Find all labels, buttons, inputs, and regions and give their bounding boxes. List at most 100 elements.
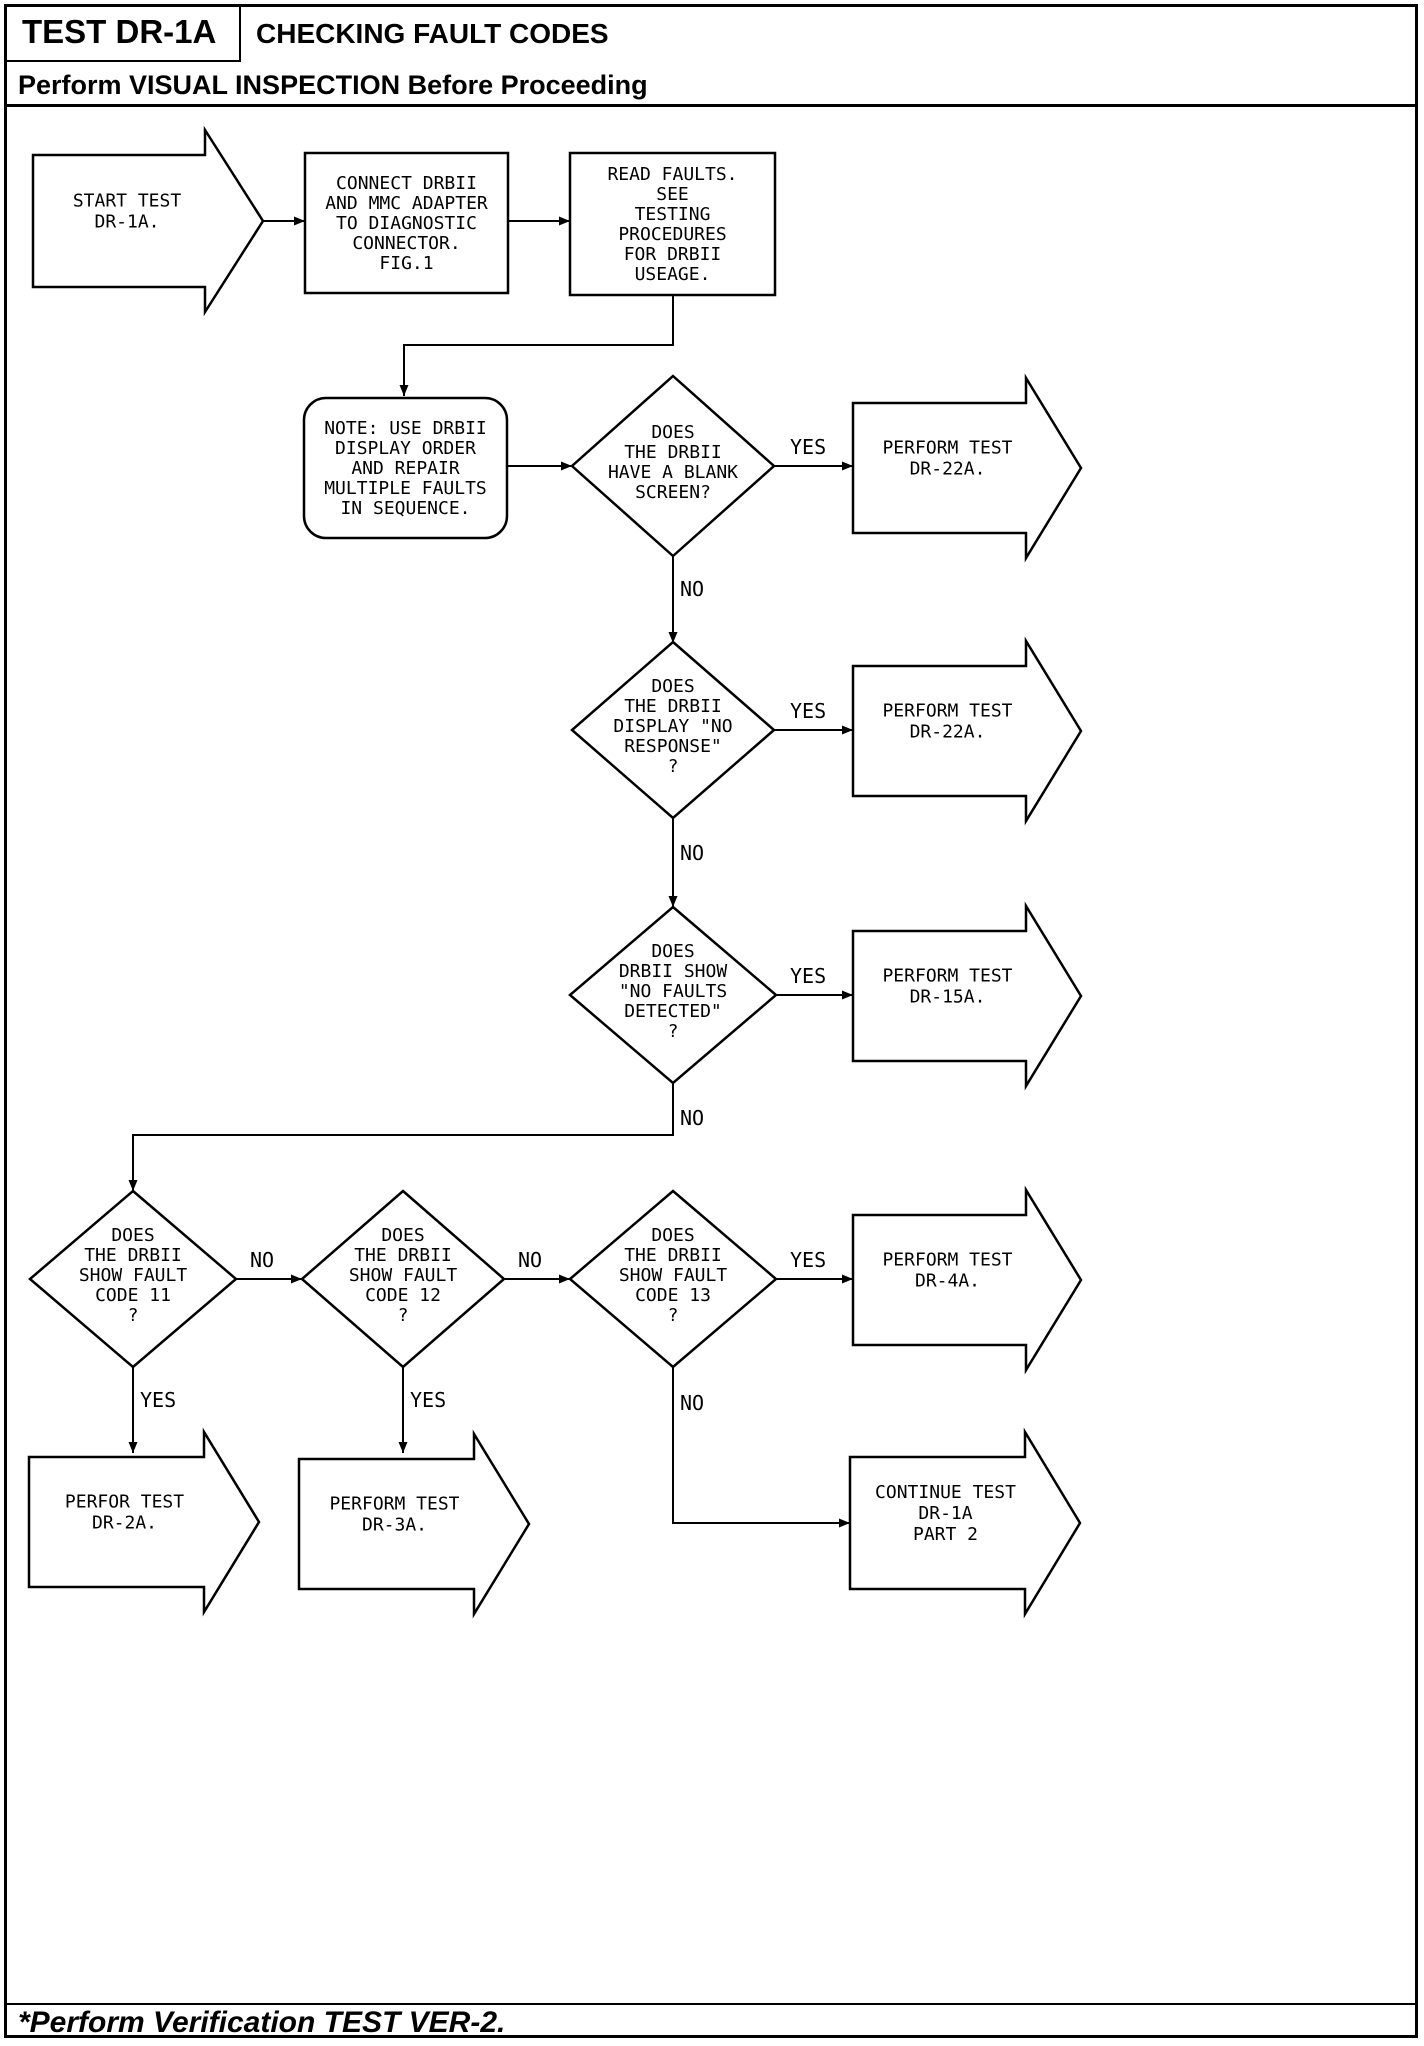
q-code-11-diamond-line-4: CODE 11 (95, 1285, 171, 1306)
read-faults-box-line-5: FOR DRBII (624, 244, 722, 265)
read-to-note-line (403, 295, 674, 396)
q-code-11-diamond-line-3: SHOW FAULT (79, 1265, 188, 1286)
q-code-13-diamond-line-1: DOES (651, 1225, 694, 1246)
q-no-faults-diamond-line-1: DOES (651, 941, 694, 962)
test-id: TEST DR-1A (4, 4, 241, 62)
perform-dr-22a-arrow-2-shape (851, 636, 1083, 826)
q-no-response-diamond-line-5: ? (668, 756, 679, 777)
q-code-13-no-line (672, 1367, 850, 1524)
perform-dr-22a-arrow-2-line-2: DR-22A. (910, 722, 986, 743)
perform-dr-2a-arrow-line-2: DR-2A. (92, 1513, 157, 1534)
yes-label-code-12: YES (410, 1388, 446, 1412)
q-code-12-diamond-line-5: ? (398, 1305, 409, 1326)
q-blank-screen-diamond-line-3: HAVE A BLANK (608, 462, 738, 483)
connect-drbii-box-line-5: FIG.1 (379, 253, 433, 274)
q-no-response-diamond-line-4: RESPONSE" (624, 736, 722, 757)
page-subtitle: Perform VISUAL INSPECTION Before Proceed… (18, 70, 648, 100)
q-no-faults-diamond-line-5: ? (668, 1021, 679, 1042)
perform-dr-22a-arrow-1-line-1: PERFORM TEST (882, 438, 1012, 459)
q-code-13-no-arrowhead (839, 1518, 850, 1528)
q-code-12-diamond-line-2: THE DRBII (354, 1245, 452, 1266)
no-label-code-13: NO (680, 1391, 704, 1415)
connect-drbii-box-shape (303, 151, 510, 295)
start-test-arrow-line-1: START TEST (73, 191, 182, 212)
start-test-arrow-shape (31, 125, 265, 317)
q-no-response-yes-arrowhead (842, 725, 853, 735)
note-box-line-3: AND REPAIR (351, 458, 460, 479)
q-code-12-diamond-line-4: CODE 12 (365, 1285, 441, 1306)
q-code-12-yes-arrowhead (398, 1442, 408, 1453)
connect-drbii-box-line-1: CONNECT DRBII (336, 173, 477, 194)
read-faults-box-line-3: TESTING (635, 204, 711, 225)
perform-dr-4a-arrow-shape (851, 1185, 1083, 1375)
perform-dr-4a-arrow-line-2: DR-4A. (915, 1271, 980, 1292)
connect-drbii-box-line-4: CONNECTOR. (352, 233, 460, 254)
header-divider (4, 104, 1418, 107)
perform-dr-15a-arrow-line-2: DR-15A. (910, 987, 986, 1008)
continue-test-dr-1a-arrow-line-3: PART 2 (913, 1524, 978, 1545)
perform-dr-15a-arrow-line-1: PERFORM TEST (882, 966, 1012, 987)
perform-dr-15a-arrow-shape (851, 901, 1083, 1091)
q-no-faults-diamond-line-2: DRBII SHOW (619, 961, 728, 982)
page-border (4, 4, 1418, 2038)
read-to-note-arrowhead (399, 385, 409, 396)
q-no-faults-no-line (132, 1083, 674, 1191)
page-title: CHECKING FAULT CODES (256, 18, 609, 49)
no-label-no-faults: NO (680, 1106, 704, 1130)
q-code-12-diamond-line-3: SHOW FAULT (349, 1265, 458, 1286)
q-code-13-diamond-line-2: THE DRBII (624, 1245, 722, 1266)
yes-label-blank: YES (790, 435, 826, 459)
q-no-faults-no-arrowhead (128, 1180, 138, 1191)
footer-note: *Perform Verification TEST VER-2. (18, 2006, 506, 2039)
no-label-code-12: NO (518, 1248, 542, 1272)
yes-label-no-faults: YES (790, 964, 826, 988)
q-blank-screen-diamond-line-4: SCREEN? (635, 482, 711, 503)
continue-test-dr-1a-arrow-line-2: DR-1A (918, 1503, 972, 1524)
q-code-11-diamond-line-5: ? (128, 1305, 139, 1326)
no-label-code-11: NO (250, 1248, 274, 1272)
perform-dr-2a-arrow-line-1: PERFOR TEST (65, 1492, 184, 1513)
start-test-arrow-line-2: DR-1A. (94, 212, 159, 233)
perform-dr-2a-arrow-shape (27, 1427, 261, 1617)
connect-drbii-box-line-3: TO DIAGNOSTIC (336, 213, 477, 234)
note-to-q-blank-arrowhead (561, 461, 572, 471)
no-label-blank: NO (680, 577, 704, 601)
q-no-faults-yes-arrowhead (842, 990, 853, 1000)
note-box-line-5: IN SEQUENCE. (340, 498, 470, 519)
q-blank-yes-arrowhead (842, 461, 853, 471)
q-blank-screen-diamond-line-1: DOES (651, 422, 694, 443)
q-code-12-no-arrowhead (559, 1274, 570, 1284)
perform-dr-4a-arrow-line-1: PERFORM TEST (882, 1250, 1012, 1271)
start-to-connect-arrowhead (294, 216, 305, 226)
perform-dr-22a-arrow-2-line-1: PERFORM TEST (882, 701, 1012, 722)
q-code-13-diamond-line-5: ? (668, 1305, 679, 1326)
q-code-11-no-arrowhead (291, 1274, 302, 1284)
q-code-12-diamond-line-1: DOES (381, 1225, 424, 1246)
perform-dr-3a-arrow-line-2: DR-3A. (362, 1515, 427, 1536)
read-faults-box-line-1: READ FAULTS. (607, 164, 737, 185)
perform-dr-22a-arrow-1-shape (851, 373, 1083, 563)
note-box-line-2: DISPLAY ORDER (335, 438, 476, 459)
note-box-line-1: NOTE: USE DRBII (324, 418, 487, 439)
footer-divider (4, 2003, 1418, 2005)
q-blank-no-arrowhead (668, 632, 678, 643)
yes-label-code-11: YES (140, 1388, 176, 1412)
continue-test-dr-1a-arrow-line-1: CONTINUE TEST (875, 1482, 1016, 1503)
q-code-13-diamond-line-3: SHOW FAULT (619, 1265, 728, 1286)
read-faults-box-line-6: USEAGE. (635, 264, 711, 285)
read-faults-box-line-4: PROCEDURES (618, 224, 726, 245)
q-code-11-diamond-line-2: THE DRBII (84, 1245, 182, 1266)
no-label-no-response: NO (680, 841, 704, 865)
q-no-response-diamond-line-3: DISPLAY "NO (613, 716, 732, 737)
perform-dr-3a-arrow-line-1: PERFORM TEST (329, 1494, 459, 1515)
connect-to-read-arrowhead (559, 216, 570, 226)
yes-label-code-13: YES (790, 1248, 826, 1272)
q-blank-screen-diamond-line-2: THE DRBII (624, 442, 722, 463)
q-code-13-diamond-line-4: CODE 13 (635, 1285, 711, 1306)
read-faults-box-line-2: SEE (656, 184, 689, 205)
q-no-response-no-arrowhead (668, 896, 678, 907)
q-no-faults-diamond-line-4: DETECTED" (624, 1001, 722, 1022)
connect-drbii-box-line-2: AND MMC ADAPTER (325, 193, 488, 214)
